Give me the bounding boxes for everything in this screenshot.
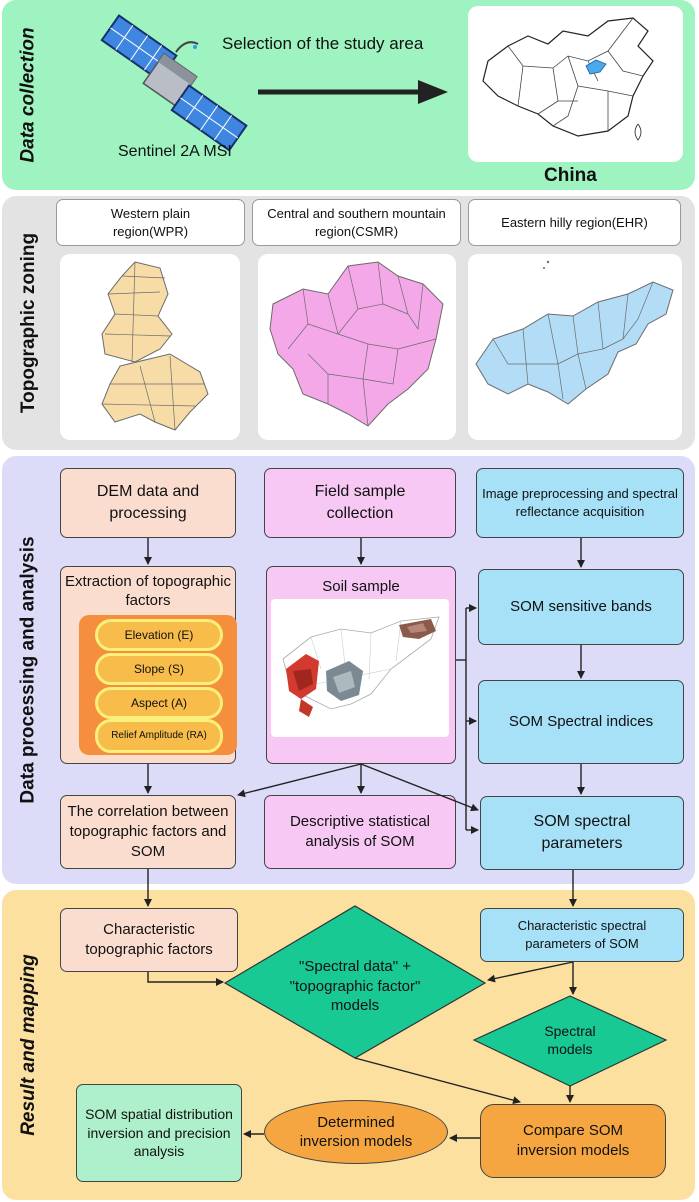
spectral-models-label: Spectral models (544, 1023, 596, 1058)
som-spectral-parameters-box: SOM spectral parameters (480, 796, 684, 870)
soil-sample-box: Soil sample (266, 566, 456, 764)
field-sample-box: Field sample collection (264, 468, 456, 538)
image-preprocessing-box: Image preprocessing and spectral reflect… (476, 468, 684, 538)
compare-models-box: Compare SOM inversion models (480, 1104, 666, 1178)
extraction-title: Extraction of topographic factors (65, 573, 231, 609)
relief-amplitude-factor: Relief Amplitude (RA) (95, 719, 223, 753)
characteristic-spectral-box: Characteristic spectral parameters of SO… (480, 908, 684, 962)
correlation-box: The correlation between topographic fact… (60, 795, 236, 869)
descriptive-statistics-box: Descriptive statistical analysis of SOM (264, 795, 456, 869)
slope-factor: Slope (S) (95, 653, 223, 685)
combined-models-diamond (223, 905, 487, 1059)
soil-sample-title: Soil sample (322, 578, 400, 595)
arrow-to-china (258, 80, 448, 104)
soil-sample-map (271, 599, 449, 737)
characteristic-topographic-box: Characteristic topographic factors (60, 908, 238, 972)
wpr-map (60, 254, 240, 440)
satellite-icon (100, 14, 248, 152)
topographic-extraction-box: Extraction of topographic factors Elevat… (60, 566, 237, 764)
zone-ehr-title: Eastern hilly region(EHR) (468, 199, 681, 246)
ehr-map (468, 254, 682, 440)
dem-data-box: DEM data and processing (60, 468, 236, 538)
aspect-factor: Aspect (A) (95, 687, 223, 719)
zone-wpr-title: Western plain region(WPR) (56, 199, 245, 246)
som-spectral-indices-box: SOM Spectral indices (478, 680, 684, 764)
spectral-models-diamond (472, 995, 668, 1087)
combined-models-label: "Spectral data" + "topographic factor" m… (289, 958, 421, 1014)
csmr-map (258, 254, 456, 440)
satellite-label: Sentinel 2A MSI (118, 143, 232, 160)
zone-csmr-title: Central and southern mountain region(CSM… (252, 199, 461, 246)
elevation-factor: Elevation (E) (95, 619, 223, 651)
study-area-text: Selection of the study area (222, 34, 424, 53)
som-sensitive-bands-box: SOM sensitive bands (478, 569, 684, 645)
china-map (468, 6, 683, 162)
china-label: China (544, 165, 597, 186)
factor-stack: Elevation (E) Slope (S) Aspect (A) Relie… (79, 615, 237, 755)
determined-models-ellipse: Determined inversion models (264, 1100, 448, 1164)
som-spatial-distribution-box: SOM spatial distribution inversion and p… (76, 1084, 242, 1182)
